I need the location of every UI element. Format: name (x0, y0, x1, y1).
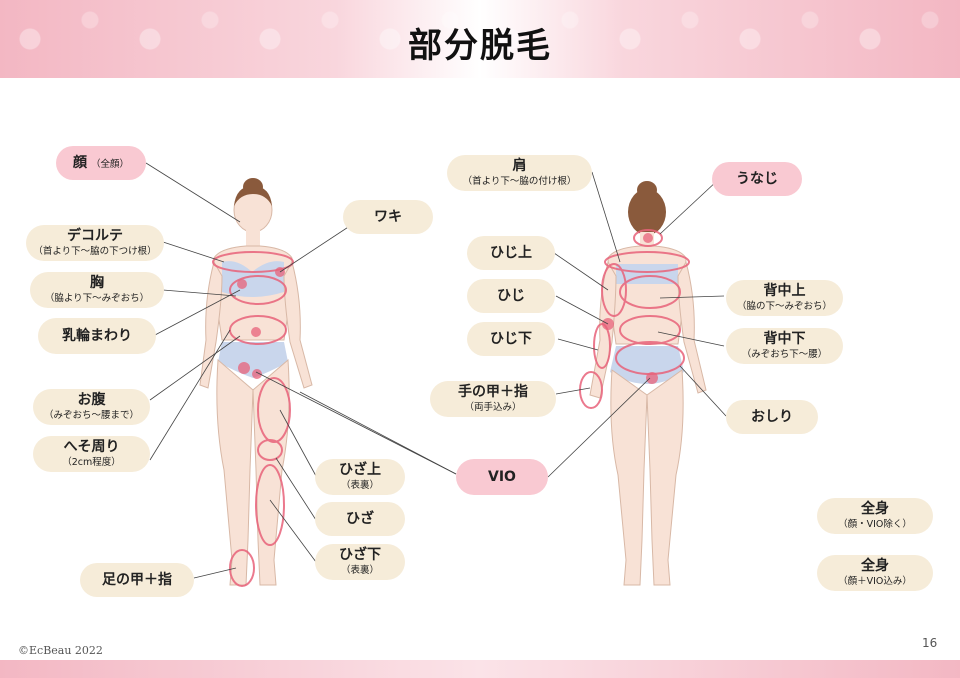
label-knee-lower-sub: （表裏） (340, 564, 379, 576)
label-fullbody-including-main: 全身 (861, 558, 889, 575)
label-navel[interactable]: へそ周り （2cm程度） (33, 436, 150, 472)
label-vio-main: VIO (488, 468, 516, 485)
label-knee-lower[interactable]: ひざ下 （表裏） (315, 544, 405, 580)
connector-lines (145, 162, 727, 579)
label-fullbody-excluding-sub: （顔・VIO除く） (838, 518, 912, 530)
footer-bar (0, 660, 960, 678)
label-hand-main: 手の甲＋指 (458, 384, 528, 401)
label-shoulder-main: 肩 (512, 158, 527, 175)
label-chest[interactable]: 胸 （脇より下〜みぞおち） (30, 272, 164, 308)
label-knee-upper-sub: （表裏） (340, 479, 379, 491)
label-shoulder[interactable]: 肩 （首より下〜脇の付け根） (447, 155, 592, 191)
label-upper-back[interactable]: 背中上 （脇の下〜みぞおち） (726, 280, 843, 316)
front-figure (199, 178, 313, 586)
label-elbow-lower-main: ひじ下 (490, 330, 532, 347)
copyright: ©EcBeau 2022 (18, 644, 103, 657)
label-elbow-upper[interactable]: ひじ上 (467, 236, 555, 270)
header-banner: 部分脱毛 (0, 0, 960, 78)
label-hips[interactable]: おしり (726, 400, 818, 434)
label-fullbody-including-sub: （顔＋VIO込み） (838, 575, 912, 587)
label-areola-main: 乳輪まわり (62, 327, 132, 344)
label-belly-main: お腹 (77, 392, 106, 409)
label-knee-upper[interactable]: ひざ上 （表裏） (315, 459, 405, 495)
label-hips-main: おしり (751, 408, 793, 425)
label-hand[interactable]: 手の甲＋指 （両手込み） (430, 381, 556, 417)
label-face[interactable]: 顔（全顔） (56, 146, 146, 180)
page-title: 部分脱毛 (408, 26, 552, 66)
label-nape-main: うなじ (736, 170, 778, 187)
label-waki-main: ワキ (374, 208, 402, 225)
label-face-sub: （全顔） (90, 158, 129, 170)
label-nape[interactable]: うなじ (712, 162, 802, 196)
label-lower-back-main: 背中下 (763, 331, 806, 348)
label-fullbody-excluding[interactable]: 全身 （顔・VIO除く） (817, 498, 933, 534)
label-foot-main: 足の甲＋指 (102, 571, 172, 588)
label-knee-upper-main: ひざ上 (339, 462, 381, 479)
label-knee[interactable]: ひざ (315, 502, 405, 536)
label-chest-sub: （脇より下〜みぞおち） (44, 292, 150, 304)
label-upper-back-main: 背中上 (763, 283, 806, 300)
label-decollete-main: デコルテ (67, 228, 123, 245)
label-vio[interactable]: VIO (456, 459, 548, 495)
label-hand-sub: （両手込み） (464, 401, 522, 413)
label-decollete[interactable]: デコルテ （首より下〜脇の下つけ根） (26, 225, 164, 261)
page-number: 16 (922, 636, 938, 650)
label-knee-lower-main: ひざ下 (339, 547, 381, 564)
label-shoulder-sub: （首より下〜脇の付け根） (462, 175, 577, 187)
label-upper-back-sub: （脇の下〜みぞおち） (736, 300, 832, 312)
label-elbow-lower[interactable]: ひじ下 (467, 322, 555, 356)
label-foot[interactable]: 足の甲＋指 (80, 563, 194, 597)
label-navel-sub: （2cm程度） (62, 456, 121, 468)
label-chest-main: 胸 (90, 275, 104, 292)
label-belly-sub: （みぞおち〜腰まで） (43, 409, 139, 421)
label-elbow-upper-main: ひじ上 (490, 244, 532, 261)
label-lower-back[interactable]: 背中下 （みぞおち下〜腰） (726, 328, 843, 364)
label-fullbody-excluding-main: 全身 (861, 501, 889, 518)
label-face-main: 顔 (72, 154, 87, 171)
label-waki[interactable]: ワキ (343, 200, 433, 234)
label-lower-back-sub: （みぞおち下〜腰） (741, 348, 828, 360)
label-elbow[interactable]: ひじ (467, 279, 555, 313)
label-knee-main: ひざ (346, 510, 374, 527)
label-elbow-main: ひじ (497, 287, 525, 304)
back-highlight-rings (579, 229, 690, 409)
label-areola[interactable]: 乳輪まわり (38, 318, 156, 354)
back-figure (589, 181, 707, 586)
label-fullbody-including[interactable]: 全身 （顔＋VIO込み） (817, 555, 933, 591)
label-belly[interactable]: お腹 （みぞおち〜腰まで） (33, 389, 150, 425)
label-decollete-sub: （首より下〜脇の下つけ根） (33, 245, 157, 257)
label-navel-main: へそ周り (63, 439, 120, 456)
